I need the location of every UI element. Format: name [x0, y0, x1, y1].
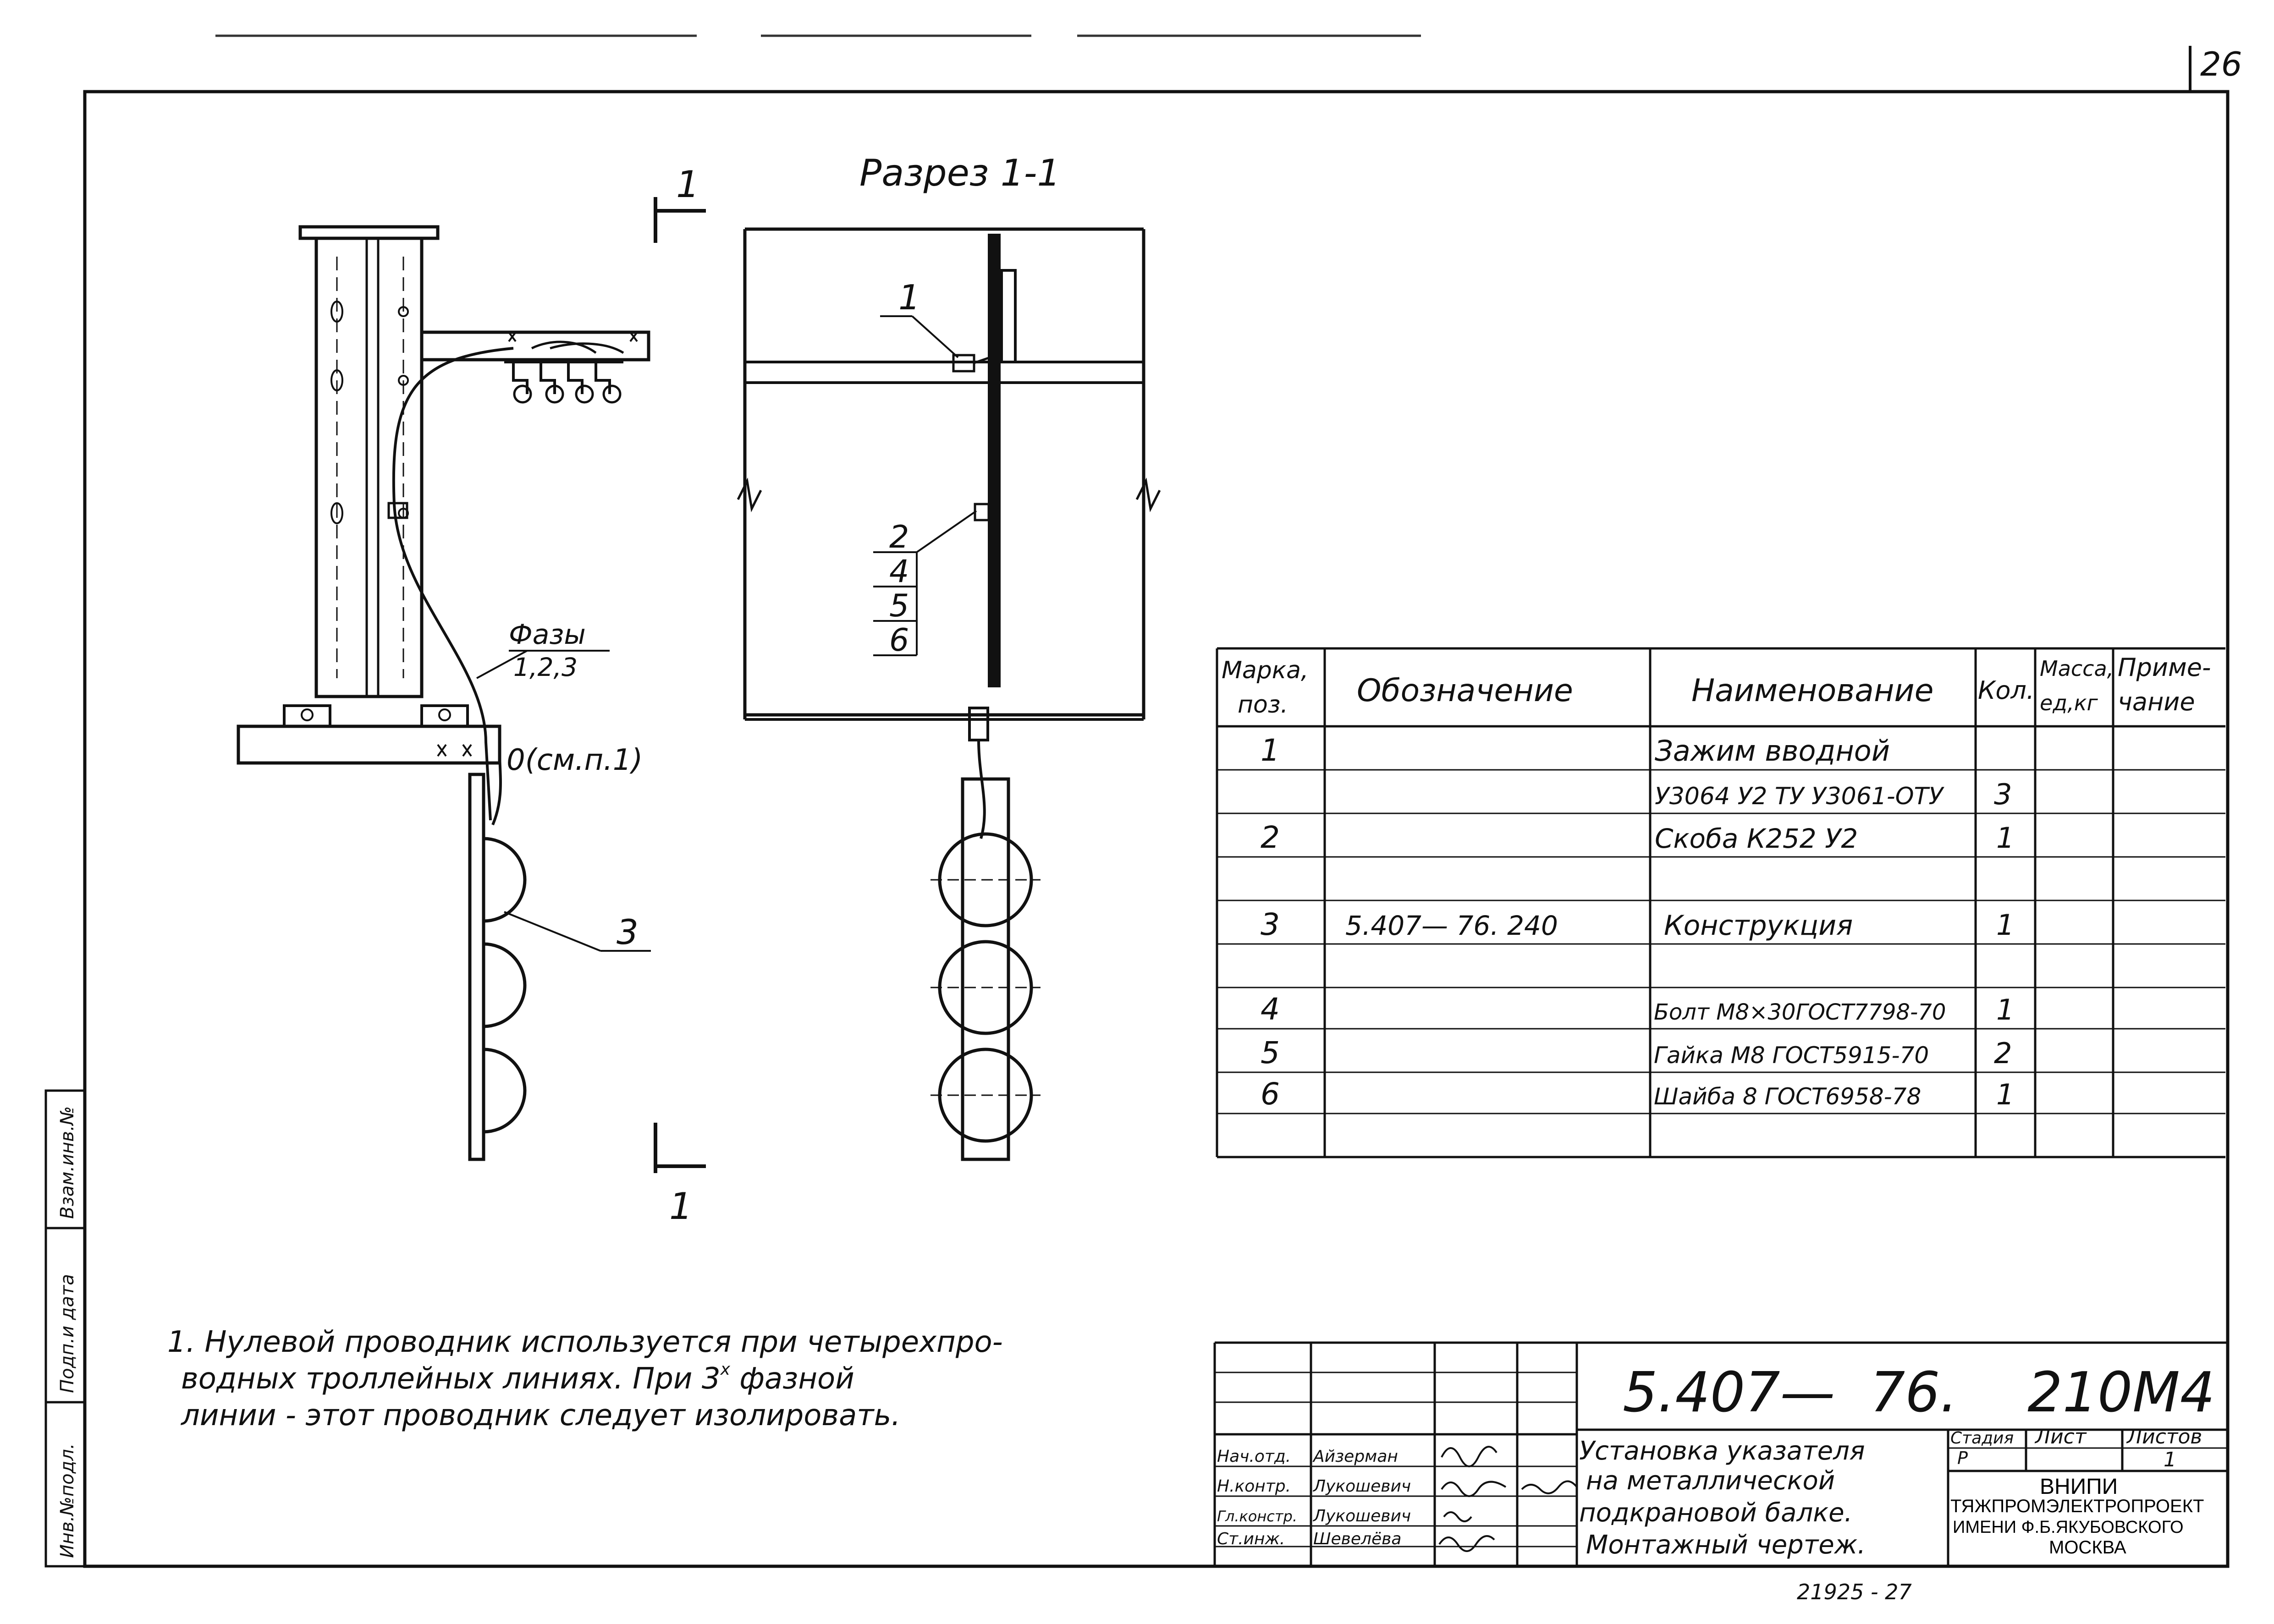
- org-line-2: ТЯЖПРОМЭЛЕКТРОПРОЕКТ: [1950, 1496, 2204, 1516]
- section-callout-stack: 2 4 5 6: [873, 510, 977, 658]
- row-7-qty: 1: [1996, 993, 2014, 1026]
- person-4: Шевелёва: [1313, 1530, 1401, 1548]
- section-callout-1: 1: [898, 277, 920, 318]
- header-name: Наименование: [1691, 673, 1933, 709]
- title-line-2: на металлической: [1586, 1466, 1835, 1496]
- title-block: 5.407— 76. 210М4 Установка указателя на …: [1213, 1341, 2228, 1604]
- general-note: 1. Нулевой проводник используется при че…: [167, 1325, 1003, 1432]
- neutral-label: 0(см.п.1): [507, 743, 643, 777]
- note-line-3: линии - этот проводник следует изолирова…: [180, 1399, 901, 1432]
- person-1: Айзерман: [1312, 1447, 1398, 1466]
- spec-table: Марка, поз. Обозначение Наименование Кол…: [1216, 647, 2225, 1158]
- header-qty: Кол.: [1978, 676, 2034, 705]
- role-2: Н.контр.: [1217, 1477, 1291, 1496]
- row-3-name: Скоба К252 У2: [1655, 823, 1858, 854]
- role-1: Нач.отд.: [1217, 1447, 1291, 1466]
- stamp-inv-original: Инв.№подл.: [57, 1443, 78, 1558]
- table-row: 2 Скоба К252 У2 1: [1261, 820, 2014, 855]
- row-3-qty: 1: [1996, 821, 2014, 855]
- row-8-name: Гайка М8 ГОСТ5915-70: [1654, 1042, 1929, 1069]
- section-marks: 1 1: [654, 163, 706, 1228]
- drawing-frame: [83, 90, 2230, 1568]
- section-view: [737, 227, 1161, 1161]
- table-row: 5 Гайка М8 ГОСТ5915-70 2: [1261, 1035, 2012, 1070]
- stamp-inv-replace: Взам.инв.№: [57, 1106, 78, 1219]
- row-2-name: У3064 У2 ТУ У3061-ОТУ: [1655, 783, 1944, 810]
- signatures: [1438, 1446, 1578, 1552]
- section-mark-bottom: 1: [669, 1185, 693, 1228]
- phases-numbers: 1,2,3: [513, 653, 578, 682]
- section-mark-top: 1: [676, 163, 699, 206]
- row-7-mark: 4: [1261, 992, 1280, 1027]
- table-row: 3 5.407— 76. 240 Конструкция 1: [1261, 907, 2014, 942]
- phases-label: Фазы: [509, 619, 586, 651]
- side-view: [237, 225, 650, 1161]
- row-9-name: Шайба 8 ГОСТ6958-78: [1654, 1083, 1921, 1110]
- title-line-3: подкрановой балке.: [1579, 1498, 1852, 1528]
- stack-item-5: 5: [889, 588, 909, 624]
- row-2-qty: 3: [1994, 778, 2012, 811]
- row-1-mark: 1: [1261, 733, 1280, 768]
- row-9-qty: 1: [1996, 1078, 2014, 1111]
- note-line-1: 1. Нулевой проводник используется при че…: [167, 1325, 1003, 1359]
- title-line-4: Монтажный чертеж.: [1586, 1530, 1866, 1560]
- header-mark-1: Марка,: [1222, 657, 1309, 684]
- table-row: 6 Шайба 8 ГОСТ6958-78 1: [1261, 1076, 2014, 1112]
- org-line-4: МОСКВА: [2049, 1537, 2126, 1558]
- row-3-mark: 2: [1261, 820, 1280, 855]
- table-row: 1 Зажим вводной: [1261, 733, 1890, 768]
- row-8-qty: 2: [1994, 1037, 2012, 1070]
- side-stamp: Инв.№подл. Подп.и дата Взам.инв.№: [44, 1089, 86, 1568]
- sheet-number: 26: [2200, 45, 2242, 83]
- header-mass-1: Масса,: [2040, 656, 2114, 681]
- stack-item-4: 4: [889, 554, 909, 590]
- section-title: Разрез 1-1: [859, 152, 1060, 194]
- row-5-designation: 5.407— 76. 240: [1345, 910, 1558, 941]
- row-5-mark: 3: [1261, 907, 1280, 942]
- title-line-1: Установка указателя: [1579, 1436, 1865, 1466]
- bottom-number: 21925 - 27: [1797, 1580, 1912, 1604]
- stamp-sign-date: Подп.и дата: [57, 1274, 78, 1393]
- header-designation: Обозначение: [1357, 673, 1573, 709]
- header-note-1: Приме-: [2118, 653, 2211, 682]
- header-mark-2: поз.: [1238, 691, 1288, 719]
- header-mass-2: ед,кг: [2040, 691, 2098, 715]
- header-note-2: чание: [2118, 687, 2195, 716]
- stack-item-6: 6: [889, 622, 909, 658]
- sheets-value: 1: [2164, 1448, 2176, 1471]
- callout-pos-3: 3: [617, 912, 639, 952]
- row-7-name: Болт М8×30ГОСТ7798-70: [1654, 999, 1946, 1025]
- person-2: Лукошевич: [1312, 1477, 1411, 1496]
- table-row: У3064 У2 ТУ У3061-ОТУ 3: [1655, 778, 2012, 811]
- document-code: 5.407— 76. 210М4: [1623, 1361, 2215, 1425]
- sheet-label: Лист: [2034, 1425, 2087, 1448]
- stage-label: Стадия: [1950, 1429, 2014, 1448]
- role-4: Ст.инж.: [1217, 1530, 1285, 1548]
- table-row: 4 Болт М8×30ГОСТ7798-70 1: [1261, 992, 2014, 1027]
- row-8-mark: 5: [1261, 1035, 1280, 1070]
- note-line-2: водных троллейных линиях. При 3х фазной: [181, 1360, 854, 1396]
- role-3: Гл.констр.: [1217, 1508, 1297, 1525]
- stage-value: Р: [1957, 1448, 1968, 1468]
- row-1-name: Зажим вводной: [1655, 734, 1890, 768]
- sheets-label: Листов: [2126, 1425, 2202, 1448]
- stack-item-2: 2: [889, 519, 909, 555]
- row-9-mark: 6: [1261, 1076, 1280, 1112]
- org-line-1: ВНИПИ: [2040, 1475, 2118, 1499]
- row-5-qty: 1: [1996, 908, 2014, 942]
- org-line-3: ИМЕНИ Ф.Б.ЯКУБОВСКОГО: [1953, 1518, 2184, 1537]
- row-5-name: Конструкция: [1664, 910, 1853, 942]
- person-3: Лукошевич: [1312, 1507, 1411, 1525]
